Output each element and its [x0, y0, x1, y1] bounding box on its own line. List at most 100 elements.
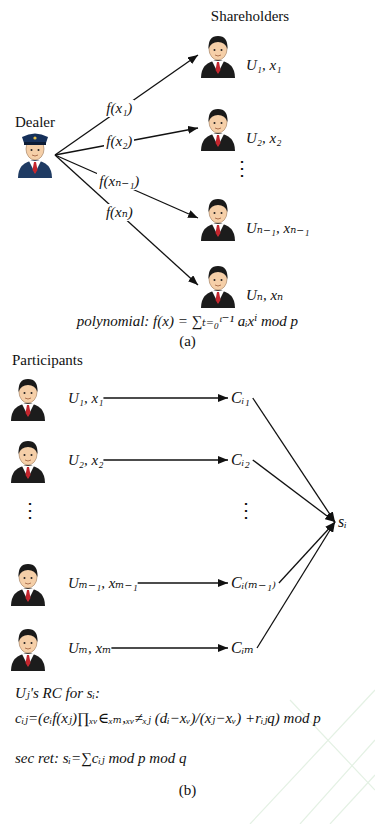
participant-actor: Uₘ₋₁, xₘ₋₁: [8, 560, 138, 606]
icon-eye: [221, 212, 223, 214]
column-heading: Shareholders: [180, 6, 320, 26]
icon-eye: [31, 642, 33, 644]
icon-shirt: [212, 224, 224, 236]
icon-eye: [24, 577, 26, 579]
icon-tie: [26, 590, 31, 602]
icon-cap: [22, 134, 48, 144]
icon-body: [11, 403, 45, 421]
icon-mouth: [215, 128, 221, 129]
person-icon: [8, 625, 48, 671]
icon-tie: [33, 162, 38, 174]
icon-tie: [216, 62, 221, 74]
icon-eye: [214, 122, 216, 124]
icon-shirt: [22, 466, 34, 478]
icon-shirt: [29, 161, 41, 173]
edge-label: f(x₂): [104, 133, 134, 150]
icon-hair: [208, 109, 227, 122]
arrow-connector: [103, 459, 228, 460]
arrow-connector: [279, 522, 335, 583]
person-icon: [15, 132, 55, 178]
share-value: Cᵢ₁: [228, 386, 253, 410]
icon-badge: [33, 136, 36, 139]
shareholder-actor: Uₙ, xₙ: [198, 262, 283, 308]
figure-tag: (b): [0, 780, 375, 800]
icon-shirt: [22, 404, 34, 416]
icon-eye: [24, 392, 26, 394]
icon-body: [201, 133, 235, 151]
icon-mouth: [25, 460, 31, 461]
icon-body: [11, 465, 45, 483]
arrow-connector: [55, 55, 198, 155]
icon-tie: [26, 655, 31, 667]
person-icon: [8, 375, 48, 421]
person-icon: [8, 560, 48, 606]
icon-eye: [214, 279, 216, 281]
icon-shirt: [212, 291, 224, 303]
icon-eye: [38, 149, 40, 151]
figure-tag: (a): [0, 331, 375, 351]
icon-body: [18, 160, 52, 178]
icon-body: [11, 653, 45, 671]
participant-actor: U₁, x₁: [8, 375, 103, 421]
icon-mouth: [215, 285, 221, 286]
node-text: U₁, x₁: [246, 55, 281, 78]
share-value: Cᵢₘ: [228, 636, 257, 660]
formula: sec ret: sᵢ=∑cᵢⱼ mod p mod q: [15, 748, 355, 768]
shareholder-actor: U₂, x₂: [198, 105, 281, 151]
person-icon: [198, 32, 238, 78]
edge-label: f(x₁): [104, 100, 134, 117]
arrow-connector: [111, 647, 228, 648]
icon-hair: [18, 441, 37, 454]
icon-tie: [26, 467, 31, 479]
share-value: Cᵢ₍ₘ₋₁₎: [228, 571, 279, 595]
icon-mouth: [215, 218, 221, 219]
node-text: U₂, x₂: [68, 450, 103, 470]
person-icon: [8, 437, 48, 483]
icon-eye: [31, 577, 33, 579]
arrow-connector: [55, 155, 198, 285]
watermark-line: [300, 740, 375, 824]
icon-eye: [31, 392, 33, 394]
icon-shirt: [22, 654, 34, 666]
arrow-connector: [103, 397, 228, 398]
icon-eye: [24, 642, 26, 644]
icon-tie: [26, 405, 31, 417]
icon-eye: [214, 49, 216, 51]
edge-label: f(xₙ₋₁): [97, 173, 141, 190]
node-text: sᵢ: [338, 512, 347, 532]
icon-eye: [221, 279, 223, 281]
icon-mouth: [215, 55, 221, 56]
icon-tie: [216, 292, 221, 304]
icon-mouth: [32, 155, 38, 156]
icon-hair: [18, 379, 37, 392]
shareholder-actor: U₁, x₁: [198, 32, 281, 78]
icon-body: [201, 60, 235, 78]
person-icon: [198, 195, 238, 241]
node-text: Uₘ₋₁, xₘ₋₁: [68, 573, 138, 593]
ellipsis-dots: ⋮: [236, 500, 256, 520]
arrow-connector: [253, 460, 335, 522]
participant-actor: U₂, x₂: [8, 437, 103, 483]
icon-mouth: [25, 398, 31, 399]
icon-eye: [214, 212, 216, 214]
icon-eye: [31, 454, 33, 456]
icon-cap-brim: [24, 142, 46, 145]
person-icon: [198, 262, 238, 308]
icon-shirt: [22, 589, 34, 601]
icon-hair: [18, 564, 37, 577]
formula: Uⱼ's RC for sᵢ:: [15, 683, 355, 703]
node-text: Dealer: [15, 112, 55, 132]
icon-body: [11, 588, 45, 606]
formula: cᵢⱼ=(eᵢf(xⱼ)∏ₓᵥ∈ₓₘ,ₓᵥ≠ₓⱼ (dᵢ−xᵥ)/(xⱼ−xᵥ)…: [15, 708, 365, 728]
icon-tie: [216, 225, 221, 237]
icon-hair: [208, 266, 227, 279]
node-text: Cᵢ₁: [231, 388, 250, 408]
ellipsis-dots: ⋮: [20, 500, 40, 520]
arrow-connector: [138, 582, 228, 583]
icon-mouth: [25, 583, 31, 584]
person-icon: [198, 105, 238, 151]
participant-actor: Uₘ, xₘ: [8, 625, 111, 671]
icon-hair: [18, 629, 37, 642]
node-text: U₁, x₁: [68, 388, 103, 408]
node-text: Uₙ, xₙ: [246, 285, 283, 308]
